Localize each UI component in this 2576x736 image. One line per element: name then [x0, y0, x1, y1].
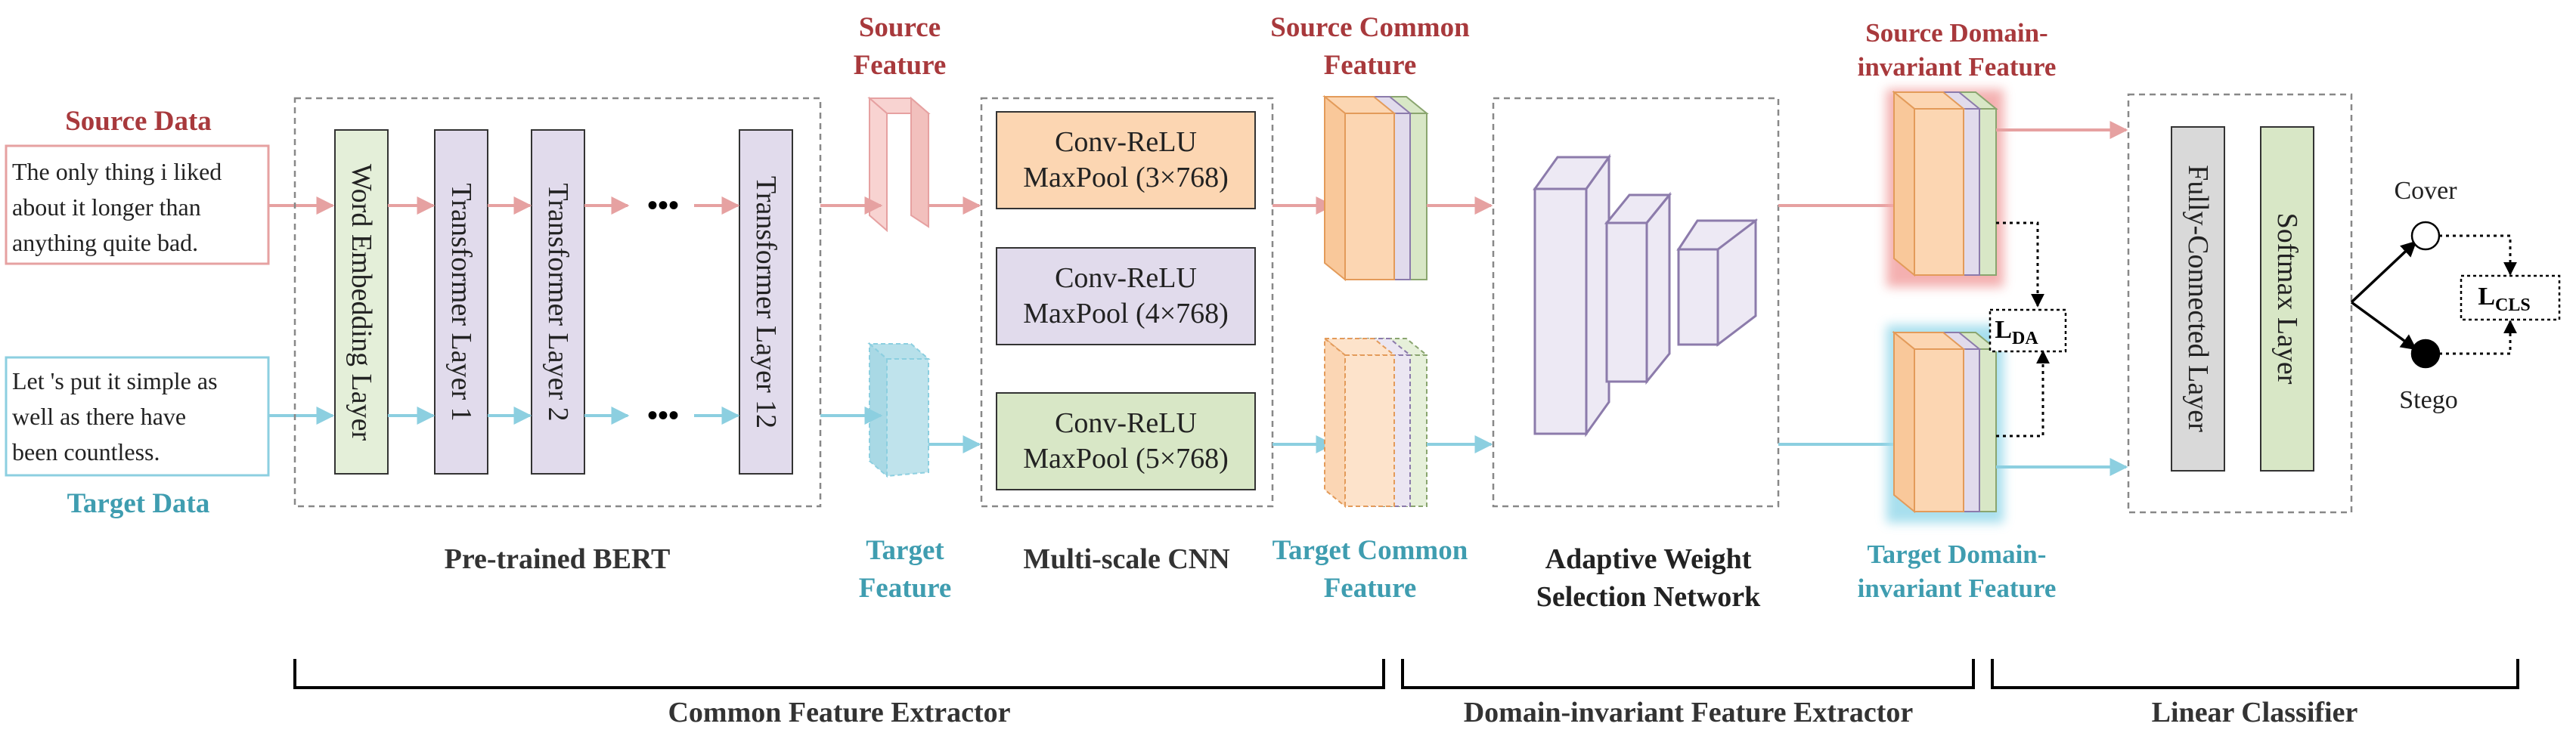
cnn-block-5-line2: MaxPool (5×768) — [1023, 443, 1229, 475]
classifier-dashed-box — [2127, 93, 2353, 514]
softmax-layer — [2260, 126, 2314, 472]
source-feature-label-1: Source — [859, 12, 941, 43]
lcls-box — [2460, 274, 2561, 321]
target-common-label-2: Feature — [1324, 573, 1417, 604]
linear-classifier-label: Linear Classifier — [2152, 697, 2358, 728]
source-di-label-1: Source Domain- — [1865, 18, 2047, 48]
word-embedding-label: Word Embedding Layer — [346, 164, 377, 441]
source-data-title: Source Data — [65, 106, 212, 137]
lcls-main: L — [2478, 283, 2495, 311]
transformer-layer-12 — [739, 129, 793, 475]
source-text-line2: about it longer than — [12, 193, 201, 221]
bert-tgt-ellipsis: ••• — [647, 398, 679, 432]
awsn-dashed-box — [1492, 97, 1780, 508]
target-di-feature-stack — [1892, 330, 1998, 514]
softmax-label: Softmax Layer — [2271, 213, 2303, 385]
source-to-lda-dotted — [1996, 221, 2044, 308]
transformer-layer-2-label: Transformer Layer 2 — [542, 183, 574, 421]
target-to-lda-dotted — [1996, 350, 2050, 438]
lda-sub: DA — [2012, 329, 2038, 348]
cnn-block-5-line1: Conv-ReLU — [1055, 407, 1197, 439]
source-feature-label-2: Feature — [854, 50, 947, 81]
source-feature-slab — [867, 96, 931, 233]
word-embedding-layer — [334, 129, 389, 475]
cnn-block-3-line2: MaxPool (3×768) — [1023, 162, 1229, 193]
bert-dashed-box — [293, 97, 822, 508]
cnn-block-3 — [996, 111, 1256, 209]
target-text-box — [5, 356, 270, 477]
target-data-title: Target Data — [67, 488, 210, 519]
transformer-layer-1 — [434, 129, 488, 475]
target-text-line3: been countless. — [12, 438, 160, 465]
domain-extractor-label: Domain-invariant Feature Extractor — [1464, 697, 1914, 728]
common-extractor-label: Common Feature Extractor — [668, 697, 1010, 728]
lcls-sub: CLS — [2495, 295, 2531, 315]
transformer-layer-2 — [531, 129, 585, 475]
lda-label: LDA — [1995, 316, 2038, 348]
target-text-line1: Let 's put it simple as — [12, 367, 218, 394]
cover-node — [2410, 221, 2441, 251]
cnn-block-3-line1: Conv-ReLU — [1055, 126, 1197, 158]
target-feature-slab — [867, 342, 931, 478]
lcls-label: LCLS — [2478, 283, 2530, 315]
bert-src-ellipsis: ••• — [647, 188, 679, 222]
target-text-line2: well as there have — [12, 403, 186, 430]
target-di-label-2: invariant Feature — [1858, 574, 2057, 603]
lda-main: L — [1995, 316, 2012, 344]
source-common-label-1: Source Common — [1270, 12, 1470, 43]
awsn-blocks — [1533, 153, 1758, 438]
transformer-layer-12-label: Transformer Layer 12 — [750, 176, 782, 428]
cnn-block-4 — [996, 247, 1256, 345]
cnn-label: Multi-scale CNN — [1023, 543, 1229, 575]
source-text-box — [5, 144, 270, 265]
source-text-line3: anything quite bad. — [12, 229, 198, 256]
source-text-line1: The only thing i liked — [12, 158, 222, 185]
stego-label: Stego — [2399, 386, 2457, 414]
awsn-label-2: Selection Network — [1536, 581, 1761, 613]
cnn-block-5 — [996, 392, 1256, 490]
awsn-label-1: Adaptive Weight — [1545, 543, 1752, 575]
to-cover-line — [2350, 240, 2417, 304]
source-common-feature-stack — [1322, 94, 1429, 282]
fully-connected-label: Fully-Connected Layer — [2182, 165, 2214, 432]
linear-classifier-bracket — [1991, 659, 2519, 689]
cnn-block-4-line2: MaxPool (4×768) — [1023, 298, 1229, 329]
stego-node — [2410, 339, 2441, 369]
source-di-feature-stack — [1892, 90, 1998, 277]
target-feature-label-1: Target — [866, 535, 944, 566]
target-feature-label-2: Feature — [859, 573, 952, 604]
stego-to-lcls-dotted — [2439, 320, 2517, 355]
target-common-feature-stack — [1322, 336, 1429, 509]
fully-connected-layer — [2171, 126, 2225, 472]
domain-extractor-bracket — [1401, 659, 1975, 689]
cnn-block-4-line1: Conv-ReLU — [1055, 262, 1197, 294]
bert-label: Pre-trained BERT — [445, 543, 671, 575]
lda-box — [1989, 308, 2067, 353]
cover-label: Cover — [2394, 177, 2457, 205]
source-di-label-2: invariant Feature — [1858, 52, 2057, 82]
cover-to-lcls-dotted — [2439, 234, 2517, 276]
to-stego-line — [2350, 301, 2417, 351]
transformer-layer-1-label: Transformer Layer 1 — [445, 183, 477, 421]
common-extractor-bracket — [293, 659, 1385, 689]
target-di-label-1: Target Domain- — [1868, 540, 2047, 569]
source-common-label-2: Feature — [1324, 50, 1417, 81]
target-common-label-1: Target Common — [1273, 535, 1468, 566]
